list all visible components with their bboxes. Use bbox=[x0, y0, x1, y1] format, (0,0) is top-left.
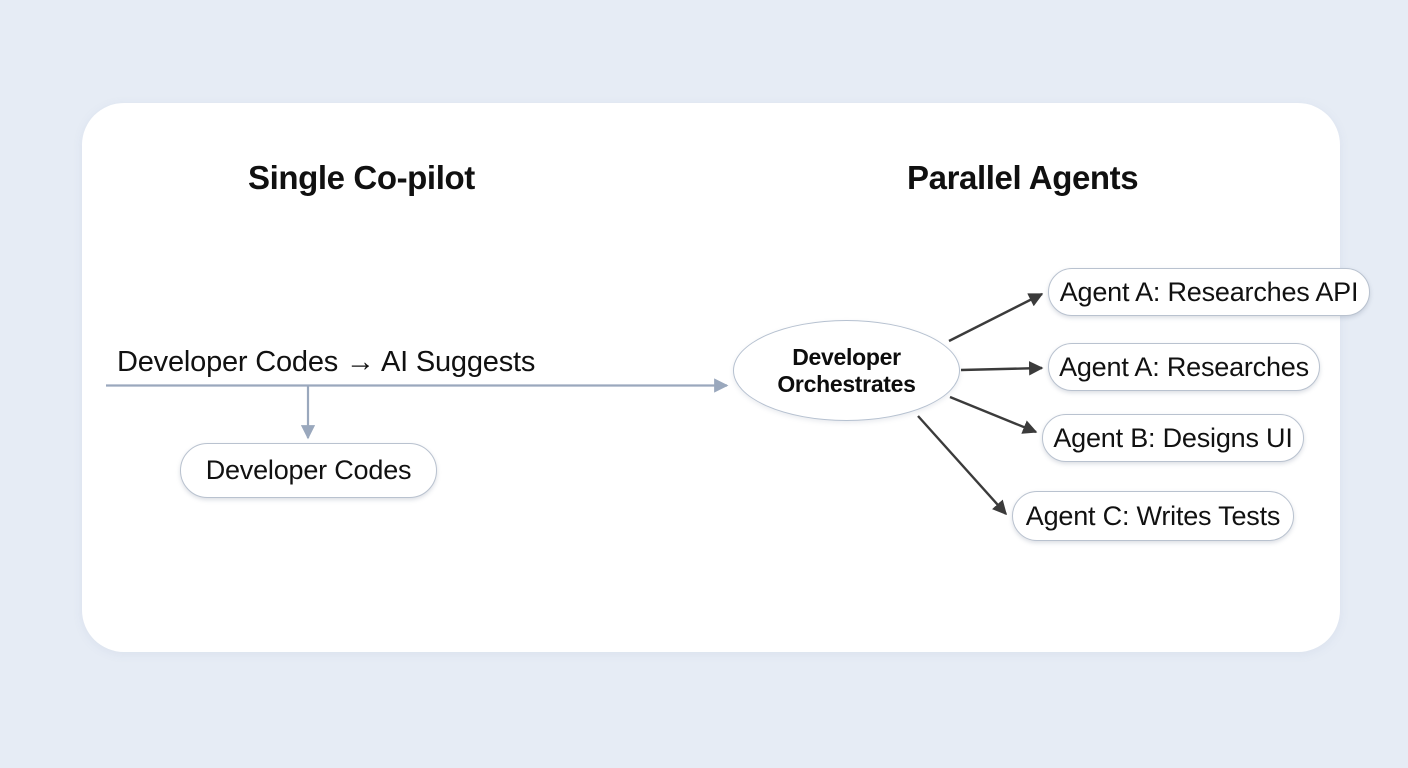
flow-label-developer-codes-ai-suggests: Developer Codes → AI Suggests bbox=[117, 346, 536, 378]
column-heading-parallel-agents: Parallel Agents bbox=[907, 159, 1139, 196]
node-developer-codes[interactable]: Developer Codes bbox=[180, 443, 437, 498]
node-orchestrator-line-2: Orchestrates bbox=[777, 370, 916, 397]
node-agent-a-researches[interactable]: Agent A: Researches bbox=[1048, 343, 1320, 391]
node-agent-a-researches-api[interactable]: Agent A: Researches API bbox=[1048, 268, 1370, 316]
node-agent-c-writes-tests[interactable]: Agent C: Writes Tests bbox=[1012, 491, 1294, 541]
node-developer-orchestrates[interactable]: Developer Orchestrates bbox=[733, 320, 960, 421]
node-agent-b-designs-ui[interactable]: Agent B: Designs UI bbox=[1042, 414, 1304, 462]
node-orchestrator-line-1: Developer bbox=[792, 343, 901, 370]
column-heading-single-copilot: Single Co-pilot bbox=[248, 159, 475, 196]
